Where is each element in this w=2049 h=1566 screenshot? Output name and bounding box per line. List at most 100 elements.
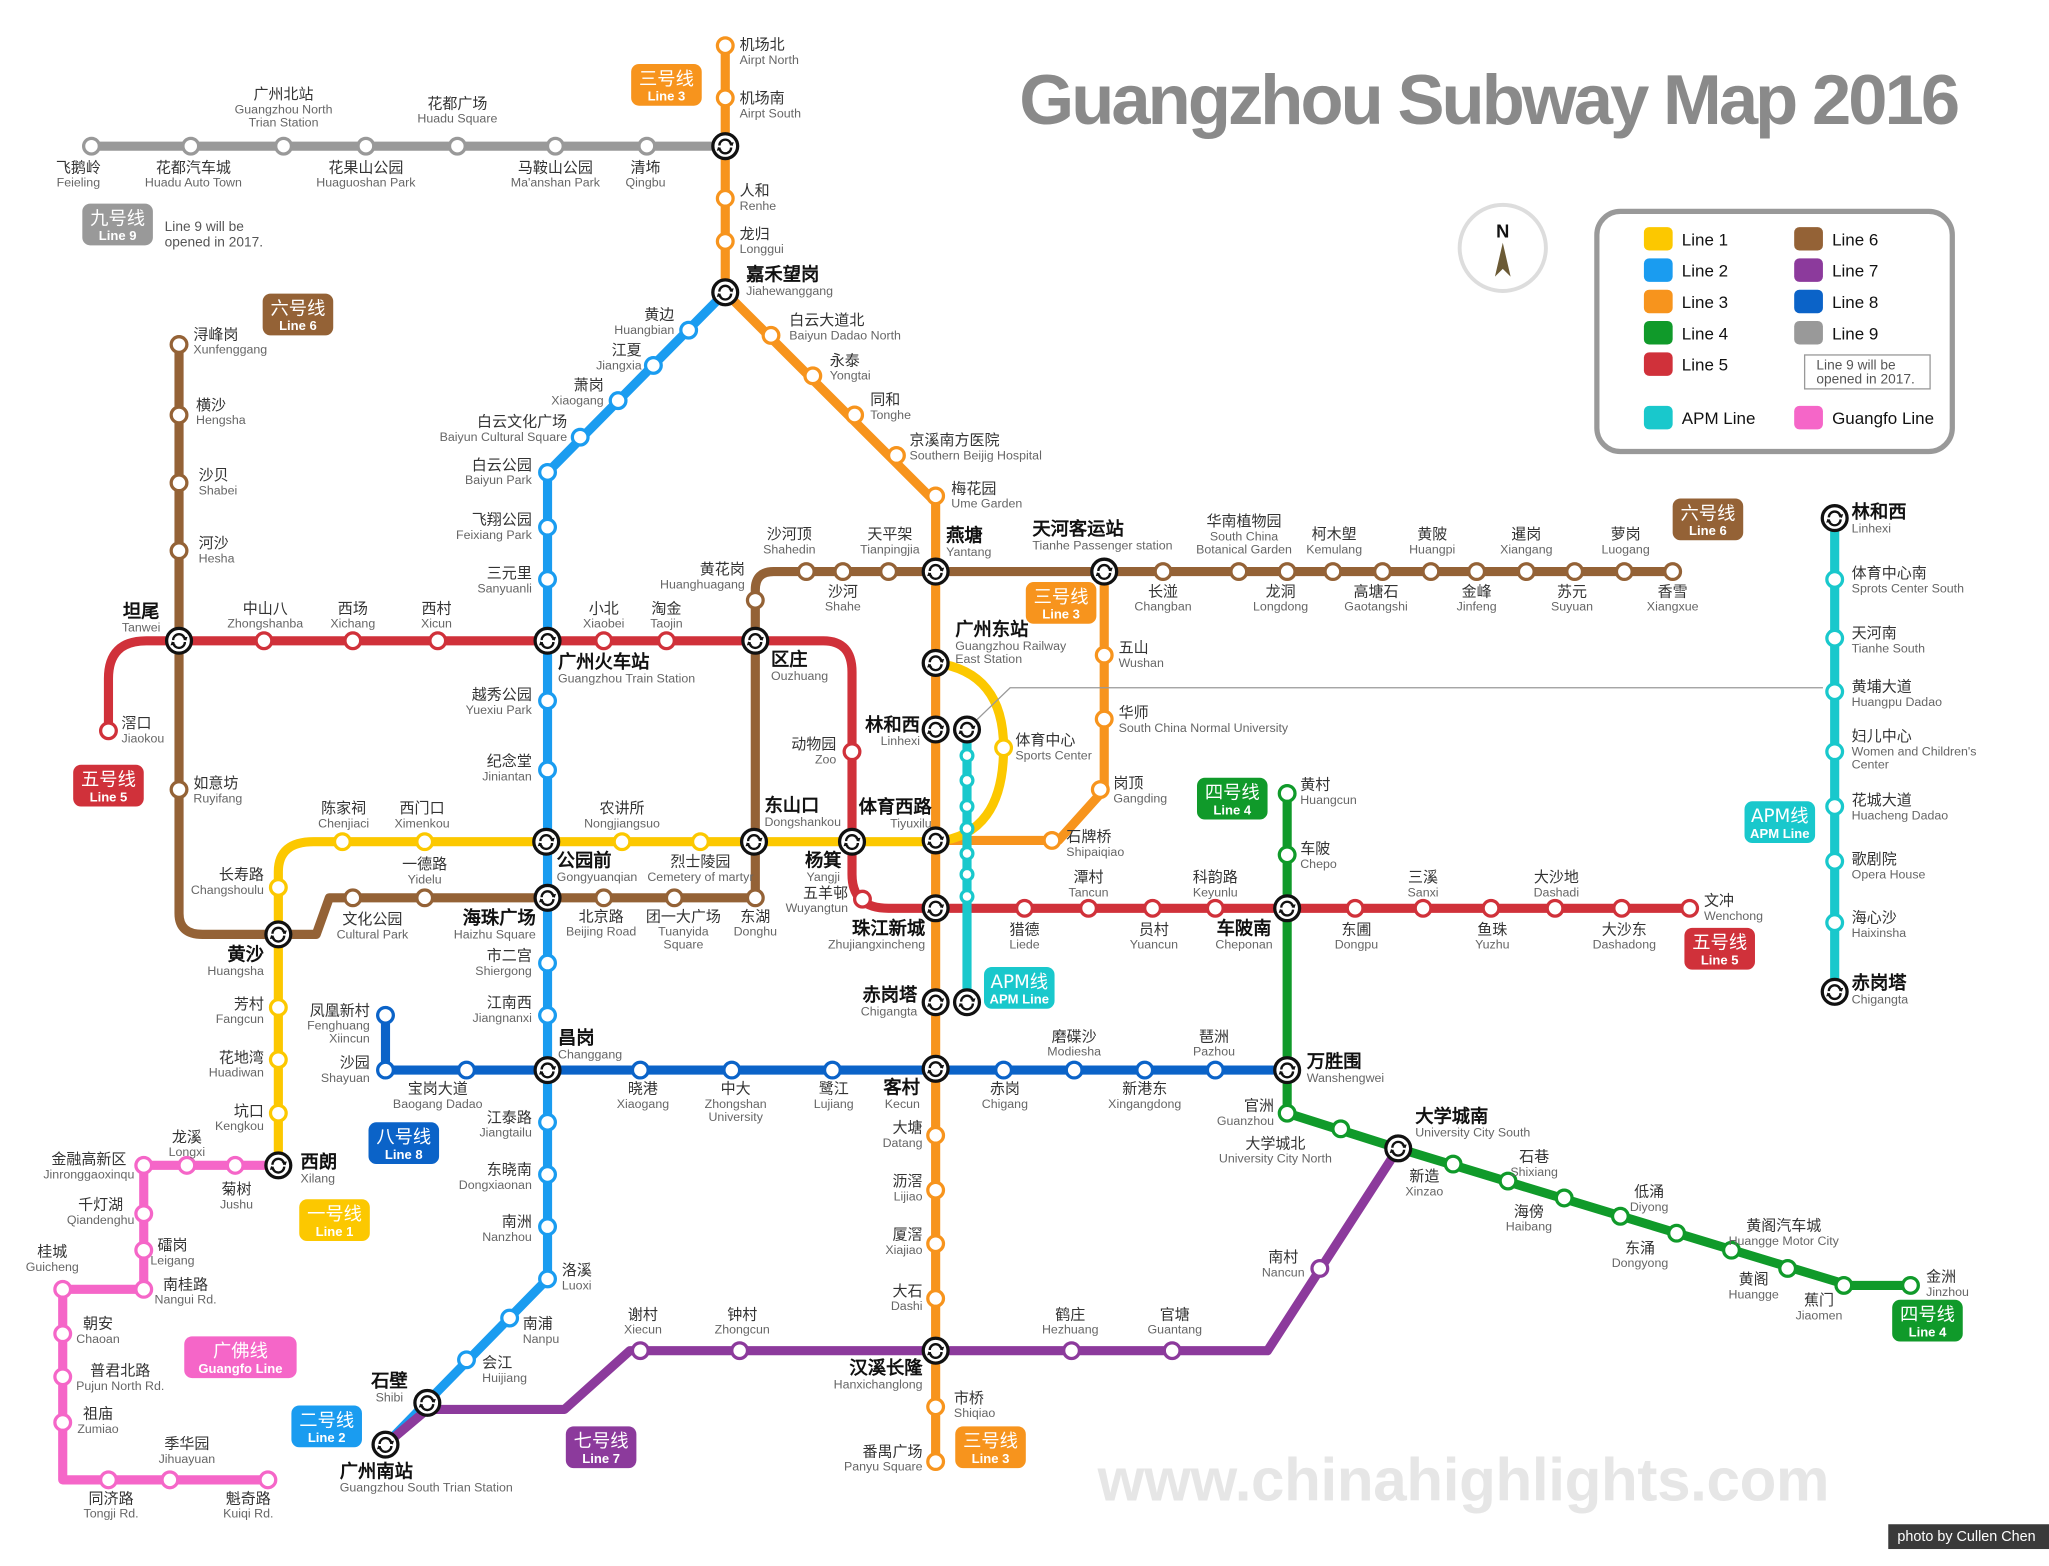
station-dot[interactable] bbox=[594, 631, 614, 651]
station-dot[interactable] bbox=[1323, 562, 1343, 582]
station-dot[interactable] bbox=[177, 1155, 197, 1175]
station-dot[interactable] bbox=[656, 631, 676, 651]
interchange-icon[interactable] bbox=[711, 132, 740, 161]
apm-station-dot[interactable] bbox=[959, 889, 975, 905]
apm-station-dot[interactable] bbox=[959, 845, 975, 861]
station-dot[interactable] bbox=[538, 462, 558, 482]
station-dot[interactable] bbox=[53, 1324, 73, 1344]
interchange-icon[interactable] bbox=[533, 1056, 562, 1085]
station-dot[interactable] bbox=[134, 1240, 154, 1260]
station-dot[interactable] bbox=[926, 1397, 946, 1417]
station-dot[interactable] bbox=[722, 1060, 742, 1080]
station-dot[interactable] bbox=[1834, 1275, 1854, 1295]
station-dot[interactable] bbox=[926, 1452, 946, 1472]
station-dot[interactable] bbox=[1825, 569, 1845, 589]
station-dot[interactable] bbox=[926, 1234, 946, 1254]
station-dot[interactable] bbox=[98, 721, 118, 741]
station-dot[interactable] bbox=[637, 136, 657, 156]
station-dot[interactable] bbox=[538, 1165, 558, 1184]
station-dot[interactable] bbox=[169, 473, 189, 493]
station-dot[interactable] bbox=[1331, 1119, 1351, 1139]
station-dot[interactable] bbox=[1162, 1341, 1182, 1361]
station-dot[interactable] bbox=[134, 1279, 154, 1299]
station-dot[interactable] bbox=[594, 888, 614, 908]
station-dot[interactable] bbox=[1610, 1206, 1630, 1226]
station-dot[interactable] bbox=[842, 742, 862, 762]
station-dot[interactable] bbox=[258, 1470, 278, 1490]
station-dot[interactable] bbox=[845, 405, 865, 425]
station-dot[interactable] bbox=[926, 1289, 946, 1308]
station-dot[interactable] bbox=[803, 366, 823, 386]
interchange-icon[interactable] bbox=[1820, 504, 1849, 533]
station-dot[interactable] bbox=[169, 541, 189, 561]
apm-station-dot[interactable] bbox=[959, 772, 975, 788]
station-dot[interactable] bbox=[160, 1470, 180, 1490]
station-dot[interactable] bbox=[1229, 562, 1249, 582]
station-dot[interactable] bbox=[268, 1050, 288, 1070]
station-dot[interactable] bbox=[1663, 562, 1683, 582]
station-dot[interactable] bbox=[332, 832, 352, 852]
station-dot[interactable] bbox=[134, 1155, 154, 1175]
station-dot[interactable] bbox=[1064, 1060, 1084, 1080]
interchange-icon[interactable] bbox=[921, 894, 950, 923]
interchange-icon[interactable] bbox=[921, 557, 950, 586]
station-dot[interactable] bbox=[343, 888, 363, 908]
station-dot[interactable] bbox=[268, 997, 288, 1017]
apm-station-dot[interactable] bbox=[959, 798, 975, 814]
station-dot[interactable] bbox=[1310, 1258, 1330, 1278]
station-dot[interactable] bbox=[926, 486, 946, 506]
station-dot[interactable] bbox=[745, 888, 765, 908]
station-dot[interactable] bbox=[1277, 783, 1297, 803]
station-dot[interactable] bbox=[926, 1180, 946, 1200]
station-dot[interactable] bbox=[1612, 898, 1632, 918]
station-dot[interactable] bbox=[1015, 898, 1034, 918]
station-dot[interactable] bbox=[457, 1060, 476, 1080]
station-dot[interactable] bbox=[538, 760, 558, 780]
station-dot[interactable] bbox=[98, 1470, 118, 1490]
